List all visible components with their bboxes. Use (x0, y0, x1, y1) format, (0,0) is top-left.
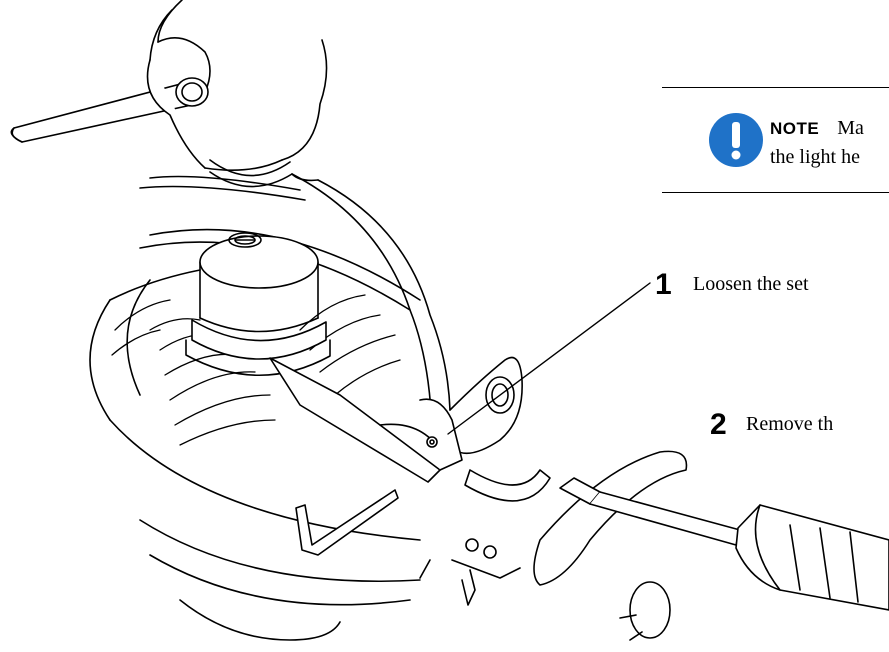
step-text: Loosen the set (693, 273, 809, 295)
cable-loop (533, 450, 688, 586)
note-line-1: NOTE Ma (770, 114, 889, 143)
note-label: NOTE (770, 119, 820, 138)
step-number: 2 (710, 410, 727, 441)
focus-knob (185, 232, 331, 376)
retaining-clip (419, 469, 551, 606)
note-bottom-rule (662, 192, 889, 193)
yoke-top (146, 0, 328, 188)
step1-leader-line (447, 282, 651, 435)
step-2: 2 Remove th (710, 410, 889, 444)
note-text: NOTE Ma the light he (770, 114, 889, 172)
bracket (269, 357, 463, 483)
note-line-1-text: Ma (837, 117, 864, 139)
allen-key (295, 489, 399, 556)
cap (619, 581, 671, 641)
step-number: 1 (655, 270, 672, 301)
step-1: 1 Loosen the set (655, 270, 889, 304)
note-line-2: the light he (770, 146, 860, 168)
note-top-rule (662, 87, 889, 88)
screwdriver (559, 477, 889, 611)
exclamation-icon (709, 113, 763, 167)
step-text: Remove th (746, 413, 834, 435)
